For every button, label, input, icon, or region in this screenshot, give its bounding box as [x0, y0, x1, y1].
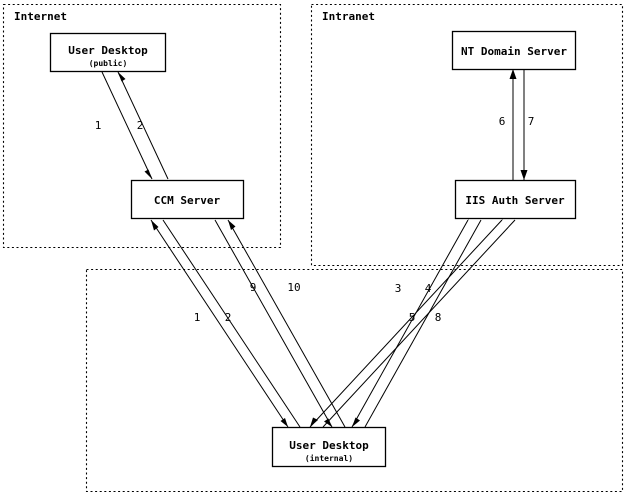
edge-line-2-internal: [150, 219, 289, 428]
edge-line-5: [322, 219, 516, 428]
node-user-desktop-public-label: User Desktop: [68, 44, 148, 57]
edge-line-2-public: [117, 71, 169, 180]
node-ccm-server-box[interactable]: [130, 179, 245, 220]
arrow-head-7: [520, 170, 528, 180]
node-user-desktop-public-sublabel: (public): [89, 58, 128, 68]
flow-label-3: 3: [395, 282, 402, 295]
node-nt-domain-server[interactable]: NT Domain Server: [451, 30, 577, 71]
node-ccm-server[interactable]: CCM Server: [130, 179, 245, 220]
edge-line-8: [309, 219, 503, 428]
zone-internet-label: Internet: [14, 10, 67, 23]
node-user-desktop-internal-box[interactable]: [271, 426, 387, 468]
arrow-head-6: [509, 69, 517, 79]
arrow-head-2-public: [118, 72, 126, 82]
arrow-head-9: [228, 220, 236, 230]
flow-label-2-internal: 2: [225, 311, 232, 324]
edge-internal-desktop-iis-3-4: 3 4: [351, 210, 482, 428]
edge-ccm-internal-desktop-9-10: 9 10: [214, 219, 346, 428]
flow-label-1-public: 1: [95, 119, 102, 132]
flow-label-2-public: 2: [137, 119, 144, 132]
flow-label-8: 8: [435, 311, 442, 324]
zone-intranet-label: Intranet: [322, 10, 375, 23]
flow-label-10: 10: [287, 281, 300, 294]
arrow-head-1-internal: [151, 220, 159, 231]
edge-line-1-public: [101, 71, 153, 180]
flow-label-1-internal: 1: [194, 311, 201, 324]
flow-label-7: 7: [528, 115, 535, 128]
flow-label-4: 4: [425, 282, 432, 295]
zone-internet: Internet: [2, 3, 282, 249]
edge-internal-desktop-iis-5-8: 5 8: [309, 210, 516, 428]
node-nt-domain-server-label: NT Domain Server: [461, 45, 567, 58]
arrow-head-4: [352, 417, 360, 427]
node-iis-auth-server[interactable]: IIS Auth Server: [454, 179, 577, 220]
node-iis-auth-server-box[interactable]: [454, 179, 577, 220]
arrow-head-1-public: [144, 169, 152, 179]
zone-intranet: Intranet: [310, 3, 624, 267]
node-iis-auth-server-label: IIS Auth Server: [465, 194, 565, 207]
node-user-desktop-internal[interactable]: User Desktop (internal): [271, 426, 387, 468]
arrow-head-8: [310, 417, 318, 427]
flow-label-9: 9: [250, 281, 257, 294]
zone-intranet-border: [310, 3, 624, 267]
arrow-head-2-internal: [280, 418, 288, 427]
edge-public-desktop-ccm: 1 2: [95, 71, 169, 180]
node-user-desktop-public-box[interactable]: [49, 32, 167, 73]
edge-ccm-internal-desktop-1-2: 1 2: [150, 219, 301, 428]
node-user-desktop-internal-label: User Desktop: [289, 439, 369, 452]
edge-line-10: [214, 219, 333, 428]
arrow-head-10: [324, 418, 332, 427]
flow-label-5: 5: [409, 311, 416, 324]
edge-iis-ntdomain: 6 7: [499, 69, 535, 180]
flow-label-6: 6: [499, 115, 506, 128]
node-ccm-server-label: CCM Server: [154, 194, 221, 207]
edge-line-9: [227, 219, 346, 428]
node-user-desktop-internal-sublabel: (internal): [305, 453, 353, 463]
edge-line-4: [351, 219, 469, 428]
zone-internal-border: [85, 268, 624, 493]
node-nt-domain-server-box[interactable]: [451, 30, 577, 71]
node-user-desktop-public[interactable]: User Desktop (public): [49, 32, 167, 73]
edge-line-1-internal: [162, 219, 301, 428]
edge-line-3: [364, 219, 482, 428]
zone-internal: [85, 268, 624, 493]
zone-internet-border: [2, 3, 282, 249]
